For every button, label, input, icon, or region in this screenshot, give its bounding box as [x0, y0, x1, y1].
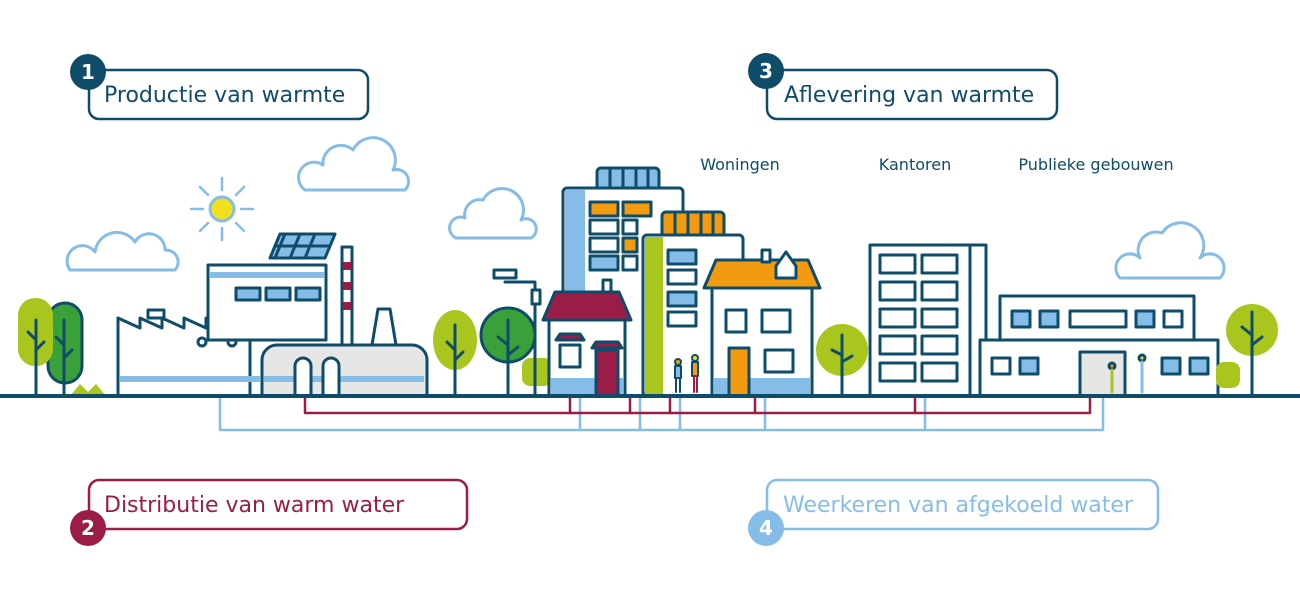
- cloud-icon: [65, 136, 1226, 280]
- step-4-box: [765, 478, 1160, 531]
- tree-icon: [18, 298, 106, 398]
- step-1-label: Productie van warmte: [104, 83, 345, 108]
- step-3-number: 3: [759, 59, 773, 83]
- step-3-badge: [748, 53, 784, 89]
- step-4-label: Weerkeren van afgekoeld water: [783, 493, 1134, 518]
- step-3-label: Aflevering van warmte: [784, 83, 1034, 108]
- house-red-roof: [541, 278, 633, 398]
- street-lamp-icon: [492, 268, 542, 398]
- step-4-number: 4: [759, 516, 773, 540]
- tree-icon: [1216, 304, 1278, 398]
- people-icon: [674, 354, 699, 393]
- step-1-box: [87, 68, 370, 121]
- factory-building: [116, 232, 429, 398]
- category-public: Publieke gebouwen: [1018, 155, 1173, 174]
- category-offices: Kantoren: [879, 155, 951, 174]
- step-3-box: [765, 68, 1059, 121]
- tree-icon: [816, 324, 868, 398]
- office-building: [868, 243, 988, 398]
- public-building: [978, 294, 1220, 398]
- solar-panel-icon: [268, 232, 337, 260]
- category-homes: Woningen: [700, 155, 780, 174]
- step-1-number: 1: [81, 60, 95, 84]
- step-4-badge: [748, 510, 784, 546]
- step-2-label: Distributie van warm water: [104, 493, 405, 518]
- supply-pipe: [303, 394, 1092, 415]
- step-2-box: [87, 478, 469, 531]
- sun-icon: [189, 176, 255, 242]
- house-orange-roof: [702, 248, 822, 398]
- step-2-number: 2: [81, 516, 95, 540]
- tree-icon: [433, 306, 552, 398]
- step-1-badge: [70, 54, 106, 90]
- step-2-badge: [70, 510, 106, 546]
